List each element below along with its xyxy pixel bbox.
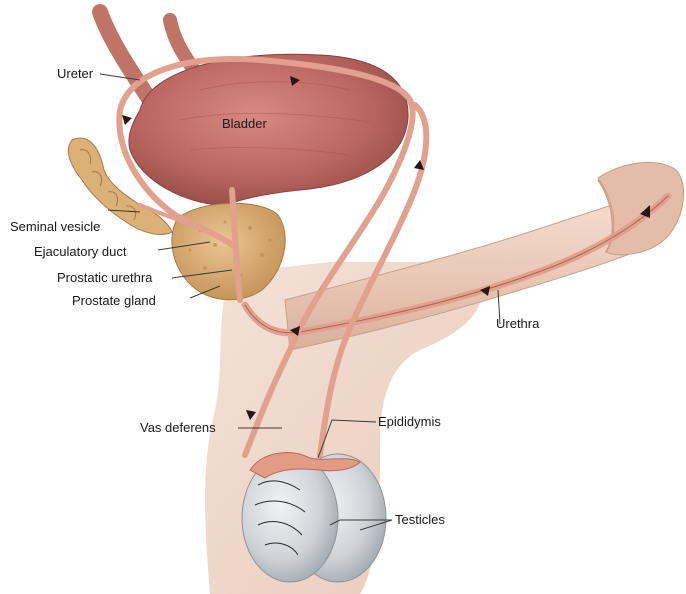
label-prostate-gland: Prostate gland	[72, 293, 156, 308]
label-ejaculatory-duct: Ejaculatory duct	[34, 244, 127, 259]
label-prostatic-urethra: Prostatic urethra	[57, 270, 153, 285]
label-testicles: Testicles	[395, 512, 445, 527]
label-vas-deferens: Vas deferens	[140, 420, 216, 435]
label-ureter: Ureter	[57, 66, 94, 81]
label-seminal-vesicle: Seminal vesicle	[10, 219, 100, 234]
label-bladder: Bladder	[222, 116, 267, 131]
label-epididymis: Epididymis	[378, 414, 441, 429]
label-urethra: Urethra	[496, 316, 540, 331]
ureter-left	[100, 12, 150, 100]
